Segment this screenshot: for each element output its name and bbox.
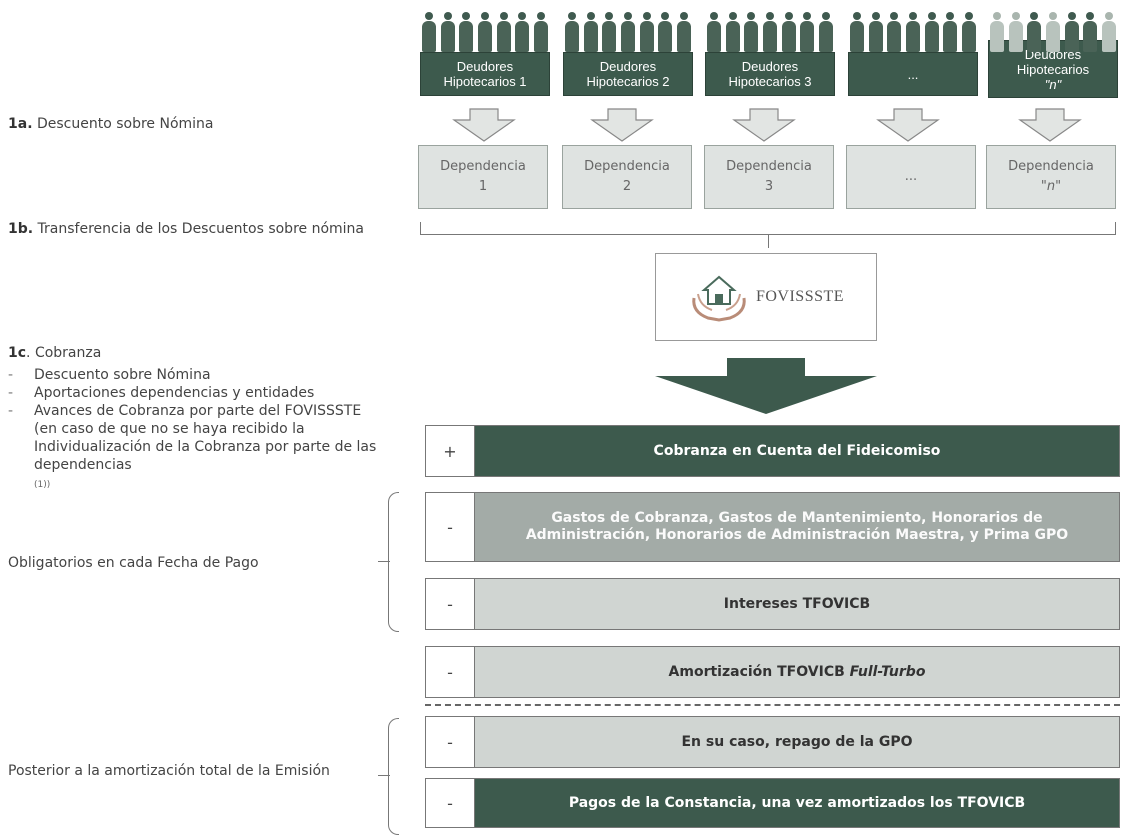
down-arrow-icon (590, 108, 654, 142)
waterfall-row-intereses: - Intereses TFOVICB (425, 578, 1120, 630)
step-1c-section: 1c. Cobranza Descuento sobre Nómina Apor… (8, 345, 378, 494)
people-icon (420, 8, 550, 52)
waterfall-bar: Amortización TFOVICB Full-Turbo (475, 646, 1120, 698)
cobranza-item: Avances de Cobranza por parte del FOVISS… (8, 402, 378, 494)
waterfall-row-gastos: - Gastos de Cobranza, Gastos de Mantenim… (425, 492, 1120, 562)
down-arrow-icon (732, 108, 796, 142)
posterior-brace (388, 718, 399, 835)
debtor-box: ... (848, 52, 978, 96)
house-hands-icon (692, 275, 746, 322)
sign-minus: - (425, 778, 475, 828)
cobranza-item: Descuento sobre Nómina (8, 366, 378, 384)
cobranza-item: Aportaciones dependencias y entidades (8, 384, 378, 402)
people-icon (705, 8, 835, 52)
waterfall-bar: Gastos de Cobranza, Gastos de Mantenimie… (475, 492, 1120, 562)
bracket-connector (768, 234, 769, 248)
dependencia-box: ... (846, 145, 976, 209)
down-arrow-icon (452, 108, 516, 142)
waterfall-bar: En su caso, repago de la GPO (475, 716, 1120, 768)
step-1b-label: 1b. Transferencia de los Descuentos sobr… (8, 221, 365, 237)
debtor-group-ellipsis: ... (848, 8, 978, 96)
posterior-label: Posterior a la amortización total de la … (8, 763, 330, 779)
sign-minus: - (425, 646, 475, 698)
posterior-brace-tip (378, 775, 390, 776)
step-1a-label: 1a. Descuento sobre Nómina (8, 116, 214, 132)
big-down-arrow-icon (655, 358, 877, 414)
dependencia-box: Dependencia"n" (986, 145, 1116, 209)
people-icon (563, 8, 693, 52)
down-arrow-icon (1018, 108, 1082, 142)
dashed-separator (425, 704, 1120, 706)
sign-minus: - (425, 492, 475, 562)
waterfall-row-cobranza: + Cobranza en Cuenta del Fideicomiso (425, 425, 1120, 477)
waterfall-bar: Cobranza en Cuenta del Fideicomiso (475, 425, 1120, 477)
waterfall-row-repago-gpo: - En su caso, repago de la GPO (425, 716, 1120, 768)
obligatorios-label: Obligatorios en cada Fecha de Pago (8, 555, 259, 571)
people-icon (988, 8, 1118, 52)
people-icon (848, 8, 978, 52)
waterfall-bar: Pagos de la Constancia, una vez amortiza… (475, 778, 1120, 828)
logo-text: FOVISSSTE (755, 288, 845, 305)
step-1c-label: 1c. Cobranza (8, 345, 102, 361)
cobranza-list: Descuento sobre Nómina Aportaciones depe… (8, 366, 378, 494)
waterfall-row-amortizacion: - Amortización TFOVICB Full-Turbo (425, 646, 1120, 698)
waterfall-bar: Intereses TFOVICB (475, 578, 1120, 630)
down-arrow-icon (876, 108, 940, 142)
footnote-marker: (1)) (34, 480, 51, 490)
sign-minus: - (425, 716, 475, 768)
fovissste-logo: FOVISSSTE (655, 253, 877, 341)
obligatorios-brace (388, 492, 399, 632)
sign-minus: - (425, 578, 475, 630)
waterfall-row-constancia: - Pagos de la Constancia, una vez amorti… (425, 778, 1120, 828)
obligatorios-brace-tip (378, 561, 390, 562)
sign-plus: + (425, 425, 475, 477)
